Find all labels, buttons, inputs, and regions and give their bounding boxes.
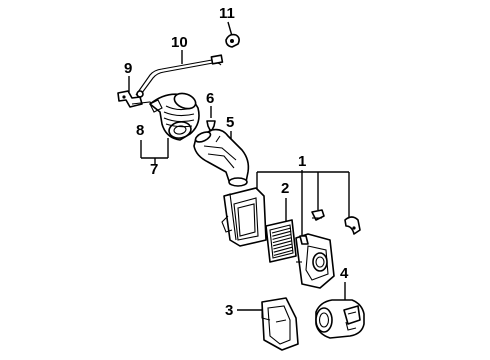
vacuum-line-part-10 bbox=[135, 54, 224, 98]
clip-part-1b bbox=[344, 216, 361, 235]
callout-11: 11 bbox=[219, 5, 235, 22]
callout-10: 10 bbox=[171, 34, 188, 51]
air-cleaner-lower-housing bbox=[221, 187, 267, 247]
callout-7: 7 bbox=[150, 161, 158, 178]
bracket-part-9 bbox=[117, 90, 155, 108]
callout-5: 5 bbox=[226, 114, 234, 131]
callout-8: 8 bbox=[136, 122, 144, 139]
filter-pleat bbox=[273, 243, 293, 250]
filter-pleat bbox=[272, 237, 292, 244]
air-filter-part-2 bbox=[265, 219, 297, 263]
filter-pleat bbox=[272, 230, 292, 237]
intake-hose-part-8 bbox=[149, 92, 200, 141]
maf-sensor-part-4 bbox=[315, 299, 365, 339]
clip-part-1a bbox=[311, 209, 325, 221]
support-tray-part-3 bbox=[261, 297, 299, 351]
filter-pleat bbox=[273, 249, 293, 256]
callout-9: 9 bbox=[124, 60, 132, 77]
clip-part-11 bbox=[225, 33, 240, 48]
callout-1: 1 bbox=[298, 153, 306, 170]
callout-2: 2 bbox=[281, 180, 289, 197]
callout-6: 6 bbox=[206, 90, 214, 107]
air-duct-part-5 bbox=[193, 128, 250, 187]
filter-pleat bbox=[272, 233, 292, 240]
callout-3: 3 bbox=[225, 302, 233, 319]
filter-pleat bbox=[273, 246, 293, 253]
callout-4: 4 bbox=[340, 265, 349, 282]
air-cleaner-upper-housing bbox=[295, 233, 335, 289]
filter-pleat bbox=[271, 227, 292, 234]
leader-lines bbox=[128, 21, 350, 311]
filter-pleat bbox=[273, 240, 292, 247]
